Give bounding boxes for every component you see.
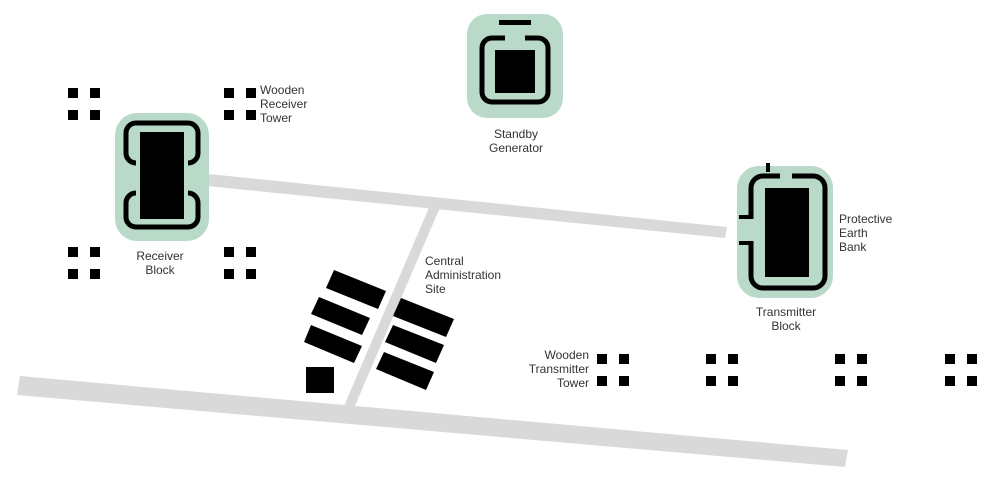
tower-leg-footing — [967, 376, 977, 386]
roads — [17, 174, 848, 467]
main-road — [17, 376, 848, 467]
tower-leg-footing — [728, 376, 738, 386]
tower-leg-footing — [597, 354, 607, 364]
tower-leg-footing — [706, 376, 716, 386]
tower-leg-footing — [224, 247, 234, 257]
admin-hut — [311, 297, 370, 335]
receiver-building — [140, 132, 184, 219]
tower-leg-footing — [90, 269, 100, 279]
transmitter-side-baffle-2 — [739, 241, 753, 245]
transmitter-side-baffle — [739, 215, 753, 219]
admin-hut — [326, 270, 386, 309]
receiver-tower-footing — [68, 247, 100, 279]
transmitter-tower-footing — [706, 354, 738, 386]
admin-hut — [393, 298, 454, 337]
tower-leg-footing — [246, 247, 256, 257]
protective-earth-bank-label: Protective Earth Bank — [839, 212, 893, 254]
tower-leg-footing — [68, 110, 78, 120]
tower-leg-footing — [90, 110, 100, 120]
tower-leg-footing — [90, 88, 100, 98]
transmitter-block — [739, 163, 828, 291]
tower-leg-footing — [68, 269, 78, 279]
admin-hut — [385, 325, 444, 363]
central-access-road — [344, 203, 441, 408]
tower-leg-footing — [945, 354, 955, 364]
tower-leg-footing — [224, 269, 234, 279]
central-administration-huts — [304, 270, 454, 393]
tower-leg-footing — [246, 88, 256, 98]
tower-leg-footing — [619, 376, 629, 386]
tower-leg-footing — [835, 376, 845, 386]
tower-leg-footing — [945, 376, 955, 386]
receiver-block — [123, 120, 201, 230]
tower-leg-footing — [68, 247, 78, 257]
transmitter-tower-footing — [945, 354, 977, 386]
tower-leg-footing — [857, 376, 867, 386]
receiver-tower-footing — [68, 88, 100, 120]
tower-leg-footing — [90, 247, 100, 257]
generator-entrance-baffle — [499, 20, 531, 25]
tower-leg-footing — [706, 354, 716, 364]
tower-leg-footing — [835, 354, 845, 364]
tower-leg-footing — [728, 354, 738, 364]
tower-leg-footing — [68, 88, 78, 98]
transmitter-tower-footing — [597, 354, 629, 386]
tower-leg-footing — [246, 269, 256, 279]
transmitter-side-gap — [746, 219, 756, 241]
transmitter-block-label: Transmitter Block — [755, 305, 817, 333]
wooden-transmitter-tower-label: Wooden Transmitter Tower — [528, 348, 589, 390]
admin-hut — [376, 352, 434, 390]
wooden-receiver-tower-label: Wooden Receiver Tower — [260, 83, 308, 125]
tower-leg-footing — [246, 110, 256, 120]
tower-footings — [68, 88, 977, 386]
standby-generator-label: Standby Generator — [488, 127, 544, 155]
receiver-block-label: Receiver Block — [136, 249, 184, 277]
standby-generator — [479, 20, 551, 105]
tower-leg-footing — [967, 354, 977, 364]
central-administration-site-label: Central Administration Site — [425, 254, 502, 296]
transmitter-top-baffle — [766, 163, 770, 172]
admin-hut — [304, 325, 362, 363]
receiver-tower-footing — [224, 247, 256, 279]
tower-leg-footing — [597, 376, 607, 386]
generator-wall-gap — [505, 34, 525, 43]
tower-leg-footing — [224, 88, 234, 98]
receiver-blast-wall — [123, 120, 201, 230]
east-access-road — [207, 174, 727, 238]
transmitter-tower-footing — [835, 354, 867, 386]
tower-leg-footing — [619, 354, 629, 364]
receiver-tower-footing — [224, 88, 256, 120]
admin-square-building — [306, 367, 334, 393]
tower-leg-footing — [857, 354, 867, 364]
tower-leg-footing — [224, 110, 234, 120]
transmitter-top-gap — [780, 171, 792, 180]
generator-building — [495, 50, 535, 93]
transmitter-building — [765, 188, 809, 277]
